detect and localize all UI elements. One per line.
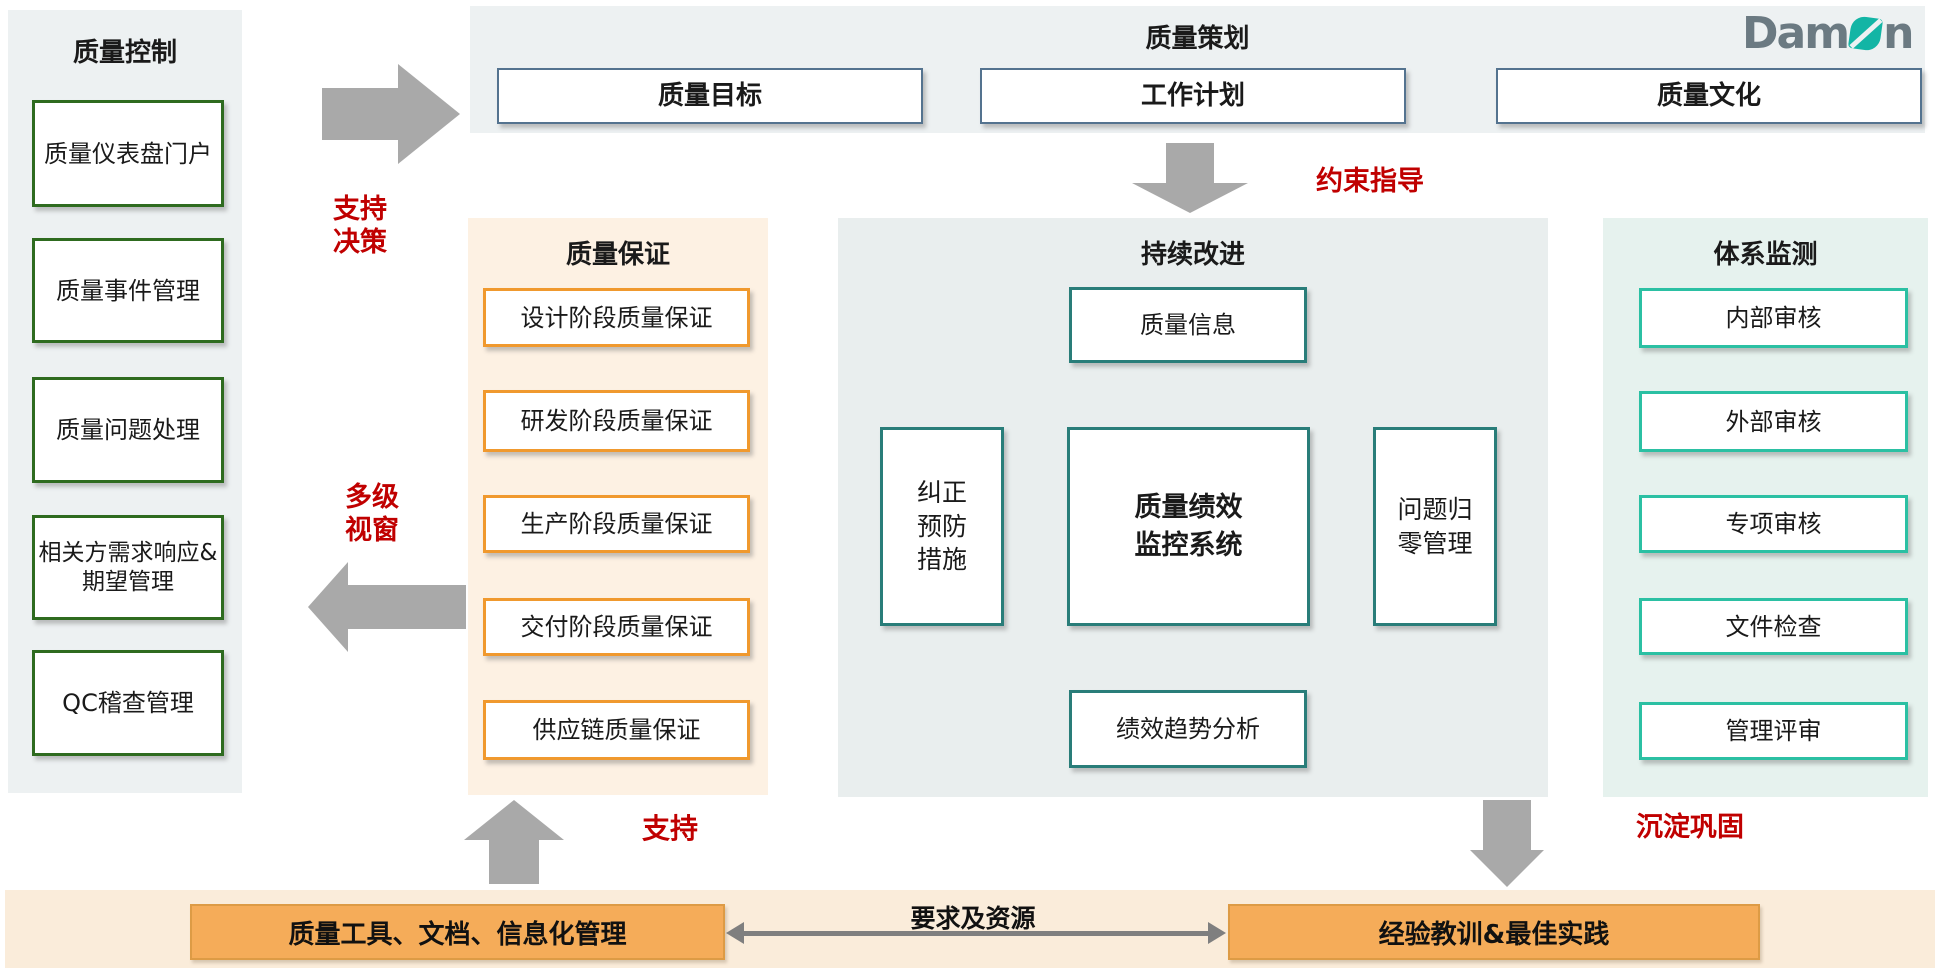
logo-text-right: n <box>1883 8 1914 59</box>
ci-box-performance-monitoring-system: 质量绩效监控系统 <box>1067 427 1310 626</box>
qa-box-delivery-stage: 交付阶段质量保证 <box>483 598 750 656</box>
qa-box-supply-chain: 供应链质量保证 <box>483 700 750 760</box>
sm-box-special-audit: 专项审核 <box>1639 495 1908 553</box>
qc-box-qc-audit: QC稽查管理 <box>32 650 224 756</box>
bottom-box-quality-tools: 质量工具、文档、信息化管理 <box>190 904 725 960</box>
qc-box-issue-handling: 质量问题处理 <box>32 377 224 483</box>
qa-box-production-stage: 生产阶段质量保证 <box>483 495 750 553</box>
qp-box-quality-goals: 质量目标 <box>497 68 923 124</box>
bottom-box-lessons-learned: 经验教训&最佳实践 <box>1228 904 1760 960</box>
ci-box-problem-zeroing: 问题归零管理 <box>1373 427 1497 626</box>
logo-text-left: Dam <box>1742 8 1850 59</box>
label-requirements-resources: 要求及资源 <box>910 904 1036 933</box>
sm-box-management-review: 管理评审 <box>1639 702 1908 760</box>
ci-box-quality-information: 质量信息 <box>1069 287 1307 363</box>
logo-o-icon <box>1847 15 1884 52</box>
qa-box-design-stage: 设计阶段质量保证 <box>483 288 750 347</box>
label-constraint-guidance: 约束指导 <box>1316 166 1424 197</box>
panel-quality-planning-title: 质量策划 <box>1145 24 1250 54</box>
panel-system-monitoring-title: 体系监测 <box>1713 240 1818 270</box>
qc-box-event-management: 质量事件管理 <box>32 238 224 343</box>
panel-continuous-improvement-title: 持续改进 <box>1140 240 1245 270</box>
ci-box-performance-monitoring-label: 质量绩效监控系统 <box>1134 491 1243 561</box>
qc-box-stakeholder-response: 相关方需求响应&期望管理 <box>32 515 224 620</box>
ci-box-corrective-preventive: 纠正预防措施 <box>880 427 1004 626</box>
qc-box-dashboard-portal: 质量仪表盘门户 <box>32 100 224 207</box>
qp-box-work-plan: 工作计划 <box>980 68 1406 124</box>
label-consolidate: 沉淀巩固 <box>1636 812 1744 843</box>
panel-quality-control-title: 质量控制 <box>72 38 177 68</box>
label-support: 支持 <box>641 812 698 845</box>
panel-quality-assurance-title: 质量保证 <box>565 240 670 270</box>
ci-box-performance-trend-analysis: 绩效趋势分析 <box>1069 690 1307 768</box>
sm-box-document-check: 文件检查 <box>1639 598 1908 655</box>
sm-box-internal-audit: 内部审核 <box>1639 288 1908 348</box>
label-support-decision: 支持决策 <box>333 194 387 258</box>
label-multi-level-window: 多级视窗 <box>345 482 399 546</box>
ci-box-corrective-preventive-label: 纠正预防措施 <box>916 477 967 575</box>
qa-box-rd-stage: 研发阶段质量保证 <box>483 390 750 452</box>
sm-box-external-audit: 外部审核 <box>1639 391 1908 452</box>
ci-box-problem-zeroing-label: 问题归零管理 <box>1397 494 1473 558</box>
qp-box-quality-culture: 质量文化 <box>1496 68 1922 124</box>
